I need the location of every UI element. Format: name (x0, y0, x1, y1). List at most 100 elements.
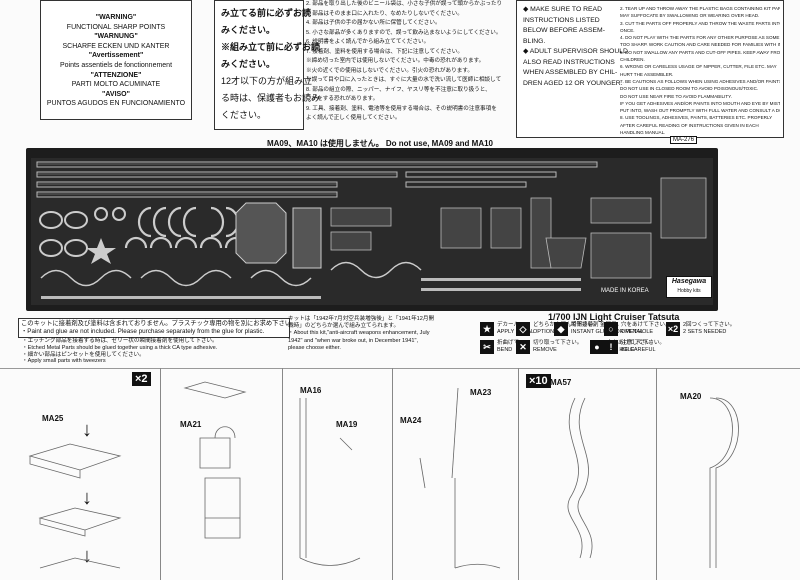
steps-top-rule (0, 368, 800, 369)
en-caution-right-line: HURT THE ASSEMBLER. (620, 71, 674, 77)
jp-notes-box: み立てる前に必ずお読みください。※組み立て前に必ずお読みください。12才以下の方… (214, 0, 320, 130)
en-caution-right-line: 4. DO NOT PLAY WITH THE PARTS FOR ANY OT… (620, 35, 780, 41)
legend-symbol-icon: ★ (480, 322, 494, 336)
legend-symbol-jp: 穴をあけて下さい。 (621, 322, 671, 328)
step-part-label: MA57 (550, 378, 572, 387)
warning-line: "WARNING" (95, 14, 137, 21)
legend-symbol-jp: 穴をあけて下さい。 (607, 340, 657, 346)
jp-caution-line: 5. 小さな部品が多くありますので、誤って飲み込まないようにしてください。 (306, 29, 502, 36)
legend-symbol-jp: 2回つくって下さい。 (683, 322, 736, 328)
en-caution-left-line: WHEN ASSEMBLED BY CHIL- (523, 69, 618, 76)
jp-caution-line: よく読んで正しく使用してください。 (306, 115, 401, 121)
warning-line: Points assentiels de fonctionnement (59, 61, 173, 69)
step-part-label: MA24 (400, 416, 422, 425)
en-caution-right-line: AFTER CAREFUL READING OF INSTRUCTIONS GI… (620, 122, 759, 128)
legend-symbol-jp: デカール (497, 322, 520, 328)
jp-caution-line: 6. 説明書をよく読んでから組み立ててください。 (306, 39, 430, 45)
en-caution-left-line: BELOW BEFORE ASSEM- (523, 27, 605, 34)
version-notes: キットは「1942年7月対空兵装増強後」と「1941年12月開戦時」のどちらか選… (288, 316, 434, 352)
warning-line: "AVISO" (102, 90, 130, 98)
legend-symbol-icon: ✕ (516, 340, 530, 354)
legend-symbol-jp: 切り取って下さい。 (533, 340, 583, 346)
jp-caution-line: ※誤って目や口に入ったときは、すぐに大量の水で洗い流して医師に相談してください。 (306, 77, 502, 83)
jp-note-line: みください。 (221, 25, 276, 35)
en-caution-right-line: CHILDREN. (620, 57, 645, 63)
jp-note-line: み立てる前に必ずお読 (221, 8, 312, 18)
warning-line: FUNCTIONAL SHARP POINTS (66, 23, 166, 31)
version-note-line: 1942" and "when war broke out, in Decemb… (288, 337, 419, 344)
en-caution-left-line: BLING. (523, 37, 546, 45)
jp-caution-line: ※締め切った室内では使用しないでください。中毒の恐れがあります。 (306, 58, 485, 64)
sheet-header: MA09、MA10 は使用しません。 Do not use, MA09 and … (266, 139, 493, 148)
warning-line: PARTI MOLTO ACUMINATE (71, 81, 161, 89)
jp-note-line: みください。 (221, 59, 276, 69)
en-caution-right-line: HANDLING MANUAL. (620, 130, 666, 136)
arrow-down-icon: ↓ (82, 487, 92, 509)
en-caution-right-line: ONCE. (620, 27, 635, 33)
step-part-label: MA19 (336, 420, 358, 429)
glue-note-en: ・Paint and glue are not included. Please… (21, 328, 265, 335)
jp-note-line: る時は、保護者もお読み (221, 93, 321, 103)
step-divider (518, 368, 519, 580)
etched-notes: ・エッチング部品を接着する時は、ゼリー状の瞬間接着剤を使用して下さい。・Etch… (22, 338, 218, 365)
legend-symbol-en: 2 SETS NEEDED (683, 329, 727, 335)
step-part-label: MA16 (300, 386, 322, 395)
en-caution-right-line: 5. DO NOT SWALLOW ANY PARTS AND CUT-OFF … (620, 49, 780, 55)
step-illustrations (28, 381, 739, 569)
legend-symbol-jp: 注意して下さい。 (621, 340, 665, 346)
jp-caution-line: ※火の近くでの使用はしないでください。引火の恐れがあります。 (306, 67, 473, 74)
en-caution-right-line: DO NOT USE NEAR FIRE TO AVOID FLAMMABILI… (620, 93, 732, 99)
sheet-title: 1/700 IJN Light Cruiser Tatsuta (548, 312, 680, 322)
version-note-line: ・About this kit,"anti-aircraft weapons e… (288, 330, 430, 337)
legend-symbol-icon: ✂ (480, 340, 494, 354)
brand-sub-text: Hobby kits (677, 288, 701, 294)
step-part-label: MA21 (180, 420, 202, 429)
en-caution-left-line: ◆ MAKE SURE TO READ (523, 6, 603, 13)
legend-symbol-jp: 瞬間接着剤 金属用。 (571, 322, 623, 328)
warning-line: "ATTENZIONE" (90, 71, 142, 79)
en-caution-right-line: 2. TEAR UP AND THROW AWAY THE PLASTIC BA… (620, 6, 780, 11)
version-note-line: please choose either. (288, 344, 341, 351)
jp-caution-list: 2. 部品を取り出した後のビニール袋は、小さな子供が誤って頭からかぶったり、3.… (306, 0, 502, 128)
jp-caution-line: 4. 部品は子供の手の届かない所に保管してください。 (306, 20, 441, 26)
legend-symbol-icon: ! (604, 340, 618, 354)
brand-logo: Hasegawa Hobby kits (666, 276, 712, 298)
step-multiplier-badge: ×10 (526, 374, 551, 388)
en-caution-right-line: PUT INTO, WASH OUT PROMPTLY WITH FULL WA… (620, 108, 780, 114)
warning-line: "Avertissement" (88, 52, 144, 60)
en-caution-right-line: DO NOT USE IN CLOSED ROOM TO AVOID POISO… (620, 86, 759, 92)
en-caution-right-line: 3. CUT THE PARTS OFF PROPERLY AND THROW … (620, 20, 780, 26)
warning-line: SCHARFE ECKEN UND KANTER (62, 42, 170, 50)
glue-note-box: このキットに接着剤及び塗料は含まれておりません。プラスチック専用の物を別にお求め… (18, 318, 297, 338)
jp-notes-lines: み立てる前に必ずお読みください。※組み立て前に必ずお読みください。12才以下の方… (221, 5, 320, 124)
en-caution-right-line: TOO SHARP. WORK CAUTION AND CARE NEEDED … (620, 42, 780, 48)
fret-area (31, 158, 713, 305)
warning-line: "WARNUNG" (94, 33, 138, 41)
brand-logo-text: Hasegawa (671, 278, 707, 285)
en-caution-right-line: 6. WRONG OR CARELESS USAGE OF NIPPER, CU… (620, 64, 777, 70)
legend-symbol-en: FILL HOLE (607, 347, 635, 353)
step-divider (656, 368, 657, 580)
legend-symbol-jp: 折曲げて (497, 340, 520, 346)
legend-symbol-icon: ○ (604, 322, 618, 336)
jp-caution-line: 7. 接着剤、塗料を使用する場合は、下記に注意してください。 (306, 48, 463, 55)
step-part-label: MA23 (470, 388, 492, 397)
en-caution-right-line: MAY SUFFOCATE BY SWALLOWING OR WEARING O… (620, 13, 760, 19)
legend-symbol-en: BEND (497, 347, 513, 353)
step-divider (282, 368, 283, 580)
etched-note-line: ・Apply small parts with tweezers (22, 358, 106, 365)
jp-note-line: 12才以下の方が組み立 (221, 76, 313, 86)
en-caution-right-line: 7. BE CAUTIONS AS FOLLOWS WHEN USING ADH… (620, 78, 780, 84)
etched-note-line: ・細かい部品はピンセットを使用してください。 (22, 351, 145, 358)
jp-caution-line: けがをする恐れがあります。 (306, 96, 379, 102)
fret-parts-graphic (36, 161, 707, 299)
legend-symbol-icon: ◇ (516, 322, 530, 336)
en-caution-left-line: ◆ ADULT SUPERVISOR SHOULD (523, 48, 628, 55)
step-part-label: MA25 (42, 414, 64, 423)
jp-caution-line: 9. 工具、接着剤、塗料、電池等を使用する場合は、その説明書の注意事項を (306, 105, 497, 112)
step-divider (160, 368, 161, 580)
jp-caution-line: 8. 部品の組立の際、ニッパー、ナイフ、ヤスリ等を不注意に取り扱うと、 (306, 86, 491, 93)
legend-symbol-en: OPEN HOLE (621, 329, 654, 335)
en-caution-right-line: 8. USE TOOLINGS, ADHESIVES, PAINTS, BATT… (620, 115, 773, 121)
